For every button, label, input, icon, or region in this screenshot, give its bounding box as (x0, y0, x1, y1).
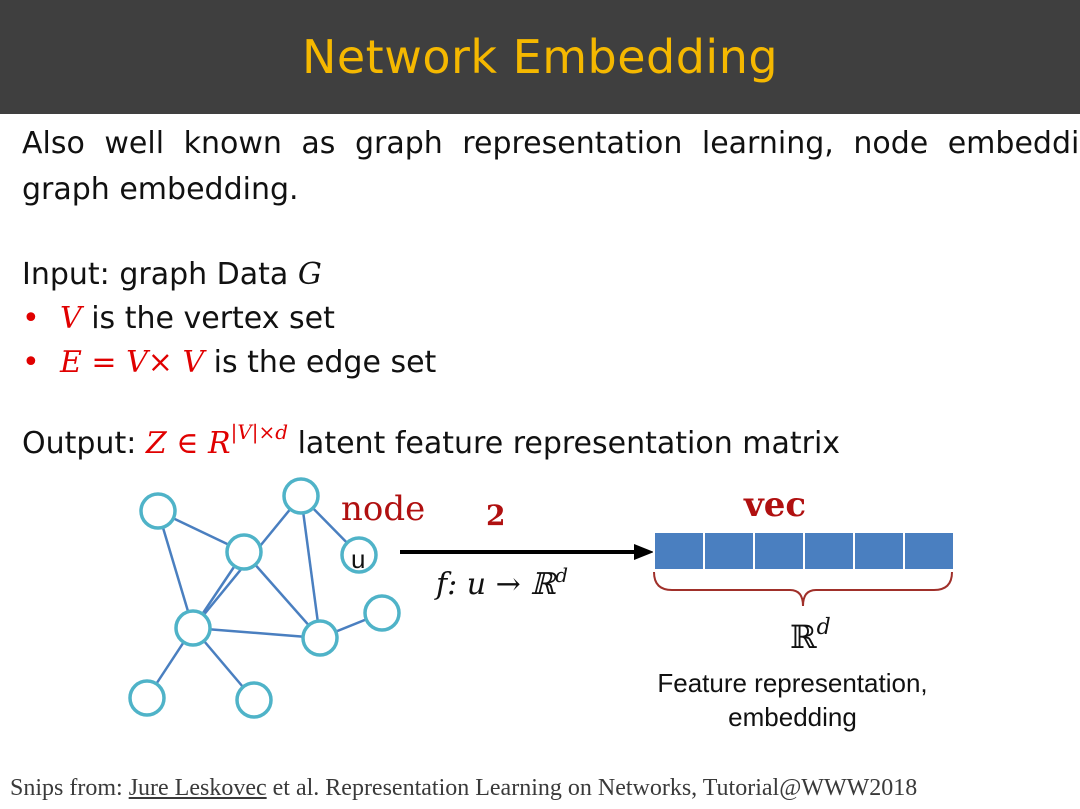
space-label: ℝd (790, 615, 831, 656)
graph-node (174, 609, 212, 647)
mapping-text: f: u → ℝ (434, 567, 557, 602)
graph-node (225, 533, 263, 571)
author-link[interactable]: Jure Leskovec (128, 775, 267, 801)
bullet-marker: • (22, 301, 40, 336)
vector-cell (753, 531, 805, 571)
vector-cell (903, 531, 955, 571)
space-superscript: d (817, 615, 831, 640)
bullet-vertex-set: • V is the vertex set (22, 301, 335, 337)
arrow-number-label: 2 (486, 499, 505, 532)
input-label: Input: graph Data (22, 257, 298, 292)
output-label: Output: (22, 426, 146, 461)
bullet-marker: • (22, 345, 40, 380)
intro-line-2: graph embedding. (22, 172, 299, 207)
vector-brace (653, 571, 953, 607)
graph-node (282, 477, 320, 515)
bullet-edge-set: • E = V× V is the edge set (22, 345, 436, 381)
citation-rest: et al. Representation Learning on Networ… (266, 775, 918, 801)
output-text: latent feature representation matrix (288, 426, 841, 461)
embedding-vector (653, 531, 955, 571)
slide-title: Network Embedding (301, 30, 779, 84)
graph-node (301, 619, 339, 657)
graph-node (139, 492, 177, 530)
vector-cell (653, 531, 705, 571)
vector-cell (853, 531, 905, 571)
graph-edge (192, 626, 321, 640)
output-formula: Z ∈ R (145, 426, 231, 461)
graph-node (363, 594, 401, 632)
space-symbol: ℝ (790, 618, 817, 656)
graph-edge (243, 551, 321, 639)
graph-node (128, 679, 166, 717)
graph-edge (156, 510, 195, 629)
vertex-text: is the vertex set (81, 301, 335, 336)
node-u-label: u (351, 544, 365, 574)
graph-node-u (340, 536, 378, 574)
embedding-diagram: u node 2 vec f: u → ℝd ℝd (128, 477, 955, 719)
mapping-formula: f: u → ℝd (434, 563, 568, 602)
vector-cell (703, 531, 755, 571)
intro-line-1: Also well known as graph representation … (22, 126, 1080, 161)
node-label: node (341, 489, 425, 529)
input-line: Input: graph Data G (22, 257, 322, 293)
graph-edge (299, 495, 322, 639)
vertex-symbol: V (60, 301, 82, 336)
caption-line-2: embedding (728, 702, 857, 732)
output-superscript: |V|×d (230, 420, 289, 444)
input-graph-symbol: G (297, 257, 322, 292)
caption-line-1: Feature representation, (657, 668, 928, 698)
citation-footer: Snips from: Jure Leskovec et al. Represe… (10, 775, 917, 802)
vector-cell (803, 531, 855, 571)
graph-nodes (128, 477, 401, 719)
output-line: Output: Z ∈ R|V|×d latent feature repres… (22, 422, 841, 462)
edge-text: is the edge set (204, 345, 437, 380)
mapping-superscript: d (555, 563, 568, 587)
vec-label: vec (743, 485, 806, 525)
citation-prefix: Snips from: (10, 775, 129, 801)
slide-header: Network Embedding (0, 0, 1080, 114)
graph-node (235, 681, 273, 719)
edge-formula: E = V× V (60, 345, 205, 380)
arrow-head-icon (634, 544, 654, 560)
